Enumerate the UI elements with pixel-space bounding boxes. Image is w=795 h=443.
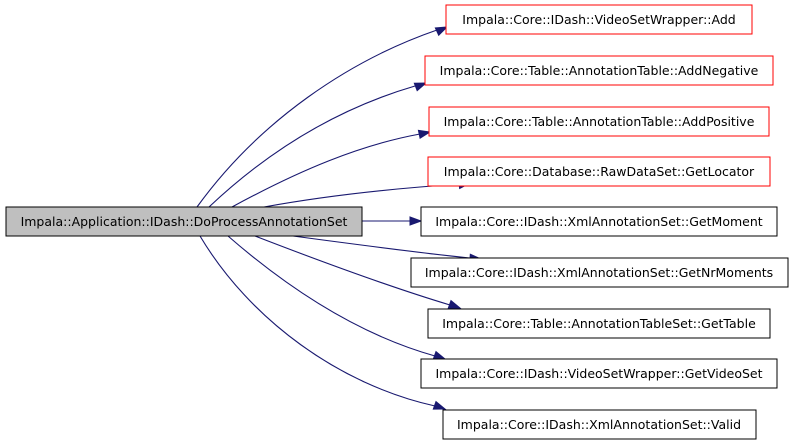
target-node-label: Impala::Core::IDash::XmlAnnotationSet::G…	[435, 214, 762, 229]
source-node-box	[5, 206, 363, 237]
target-node-getnrmoments[interactable]: Impala::Core::IDash::XmlAnnotationSet::G…	[410, 257, 789, 288]
call-edge	[196, 29, 438, 208]
target-node-add[interactable]: Impala::Core::IDash::VideoSetWrapper::Ad…	[445, 4, 753, 35]
target-node-addpositive[interactable]: Impala::Core::Table::AnnotationTable::Ad…	[428, 106, 770, 137]
arrowhead	[447, 299, 462, 309]
arrowhead	[413, 82, 428, 92]
call-edge	[292, 235, 471, 259]
target-node-box	[428, 106, 770, 137]
target-node-label: Impala::Core::Database::RawDataSet::GetL…	[444, 164, 755, 179]
target-node-label: Impala::Core::IDash::VideoSetWrapper::Ge…	[435, 366, 762, 381]
target-node-box	[442, 409, 757, 440]
arrowhead	[434, 26, 449, 37]
call-edge	[227, 235, 436, 357]
source-node[interactable]: Impala::Application::IDash::DoProcessAnn…	[5, 206, 363, 237]
arrowhead	[409, 216, 423, 226]
call-edge	[254, 235, 451, 306]
target-node-label: Impala::Core::IDash::VideoSetWrapper::Ad…	[462, 12, 735, 27]
arrowhead	[417, 129, 432, 140]
target-node-label: Impala::Core::IDash::XmlAnnotationSet::G…	[425, 265, 773, 280]
target-node-label: Impala::Core::IDash::XmlAnnotationSet::V…	[457, 417, 741, 432]
target-node-getlocator[interactable]: Impala::Core::Database::RawDataSet::GetL…	[427, 156, 771, 187]
target-node-label: Impala::Core::Table::AnnotationTable::Ad…	[440, 63, 759, 78]
source-node-label: Impala::Application::IDash::DoProcessAnn…	[21, 214, 348, 229]
target-node-label: Impala::Core::Table::AnnotationTableSet:…	[442, 316, 756, 331]
target-node-valid[interactable]: Impala::Core::IDash::XmlAnnotationSet::V…	[442, 409, 757, 440]
arrowhead	[432, 400, 447, 410]
call-edge	[208, 85, 416, 208]
call-edge	[231, 133, 421, 208]
target-node-box	[410, 257, 789, 288]
call-edge	[199, 235, 436, 407]
target-node-gettable[interactable]: Impala::Core::Table::AnnotationTableSet:…	[427, 308, 771, 339]
target-node-box	[424, 55, 774, 86]
target-node-box	[445, 4, 753, 35]
target-node-box	[420, 358, 778, 389]
target-node-label: Impala::Core::Table::AnnotationTable::Ad…	[444, 114, 755, 129]
arrowhead	[432, 350, 447, 360]
target-node-box	[427, 156, 771, 187]
target-node-getvideoset[interactable]: Impala::Core::IDash::VideoSetWrapper::Ge…	[420, 358, 778, 389]
target-node-box	[420, 206, 778, 237]
target-node-box	[427, 308, 771, 339]
target-node-getmoment[interactable]: Impala::Core::IDash::XmlAnnotationSet::G…	[420, 206, 778, 237]
target-node-addnegative[interactable]: Impala::Core::Table::AnnotationTable::Ad…	[424, 55, 774, 86]
call-edge	[263, 183, 461, 208]
